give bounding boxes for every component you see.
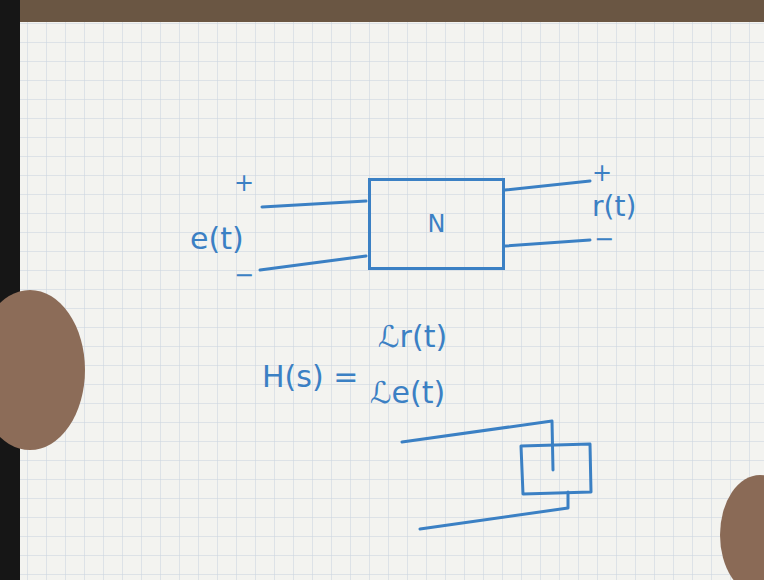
table-edge	[0, 0, 764, 22]
network-box: N	[368, 178, 505, 270]
signal-label: −	[594, 226, 614, 252]
dark-margin	[0, 0, 20, 580]
sketch-figure	[402, 421, 591, 529]
sketch-lower-wire	[420, 492, 568, 529]
output-wire-bottom	[505, 240, 590, 246]
signal-label: r(t)	[592, 192, 636, 223]
signal-label: −	[234, 262, 254, 288]
signal-label: +	[592, 160, 612, 186]
output-wire-top	[505, 181, 590, 190]
signal-label: ℒr(t)	[378, 320, 447, 353]
sketch-box	[521, 444, 591, 494]
box-label: N	[428, 210, 446, 238]
signal-label: H(s) =	[262, 360, 358, 393]
signal-label: +	[234, 170, 254, 196]
input-wire-bottom	[260, 256, 366, 270]
signal-label: ℒe(t)	[370, 376, 445, 409]
signal-label: e(t)	[190, 222, 244, 255]
port-wires	[260, 181, 590, 270]
right-finger	[720, 475, 764, 580]
input-wire-top	[262, 201, 366, 207]
left-finger	[0, 290, 85, 450]
